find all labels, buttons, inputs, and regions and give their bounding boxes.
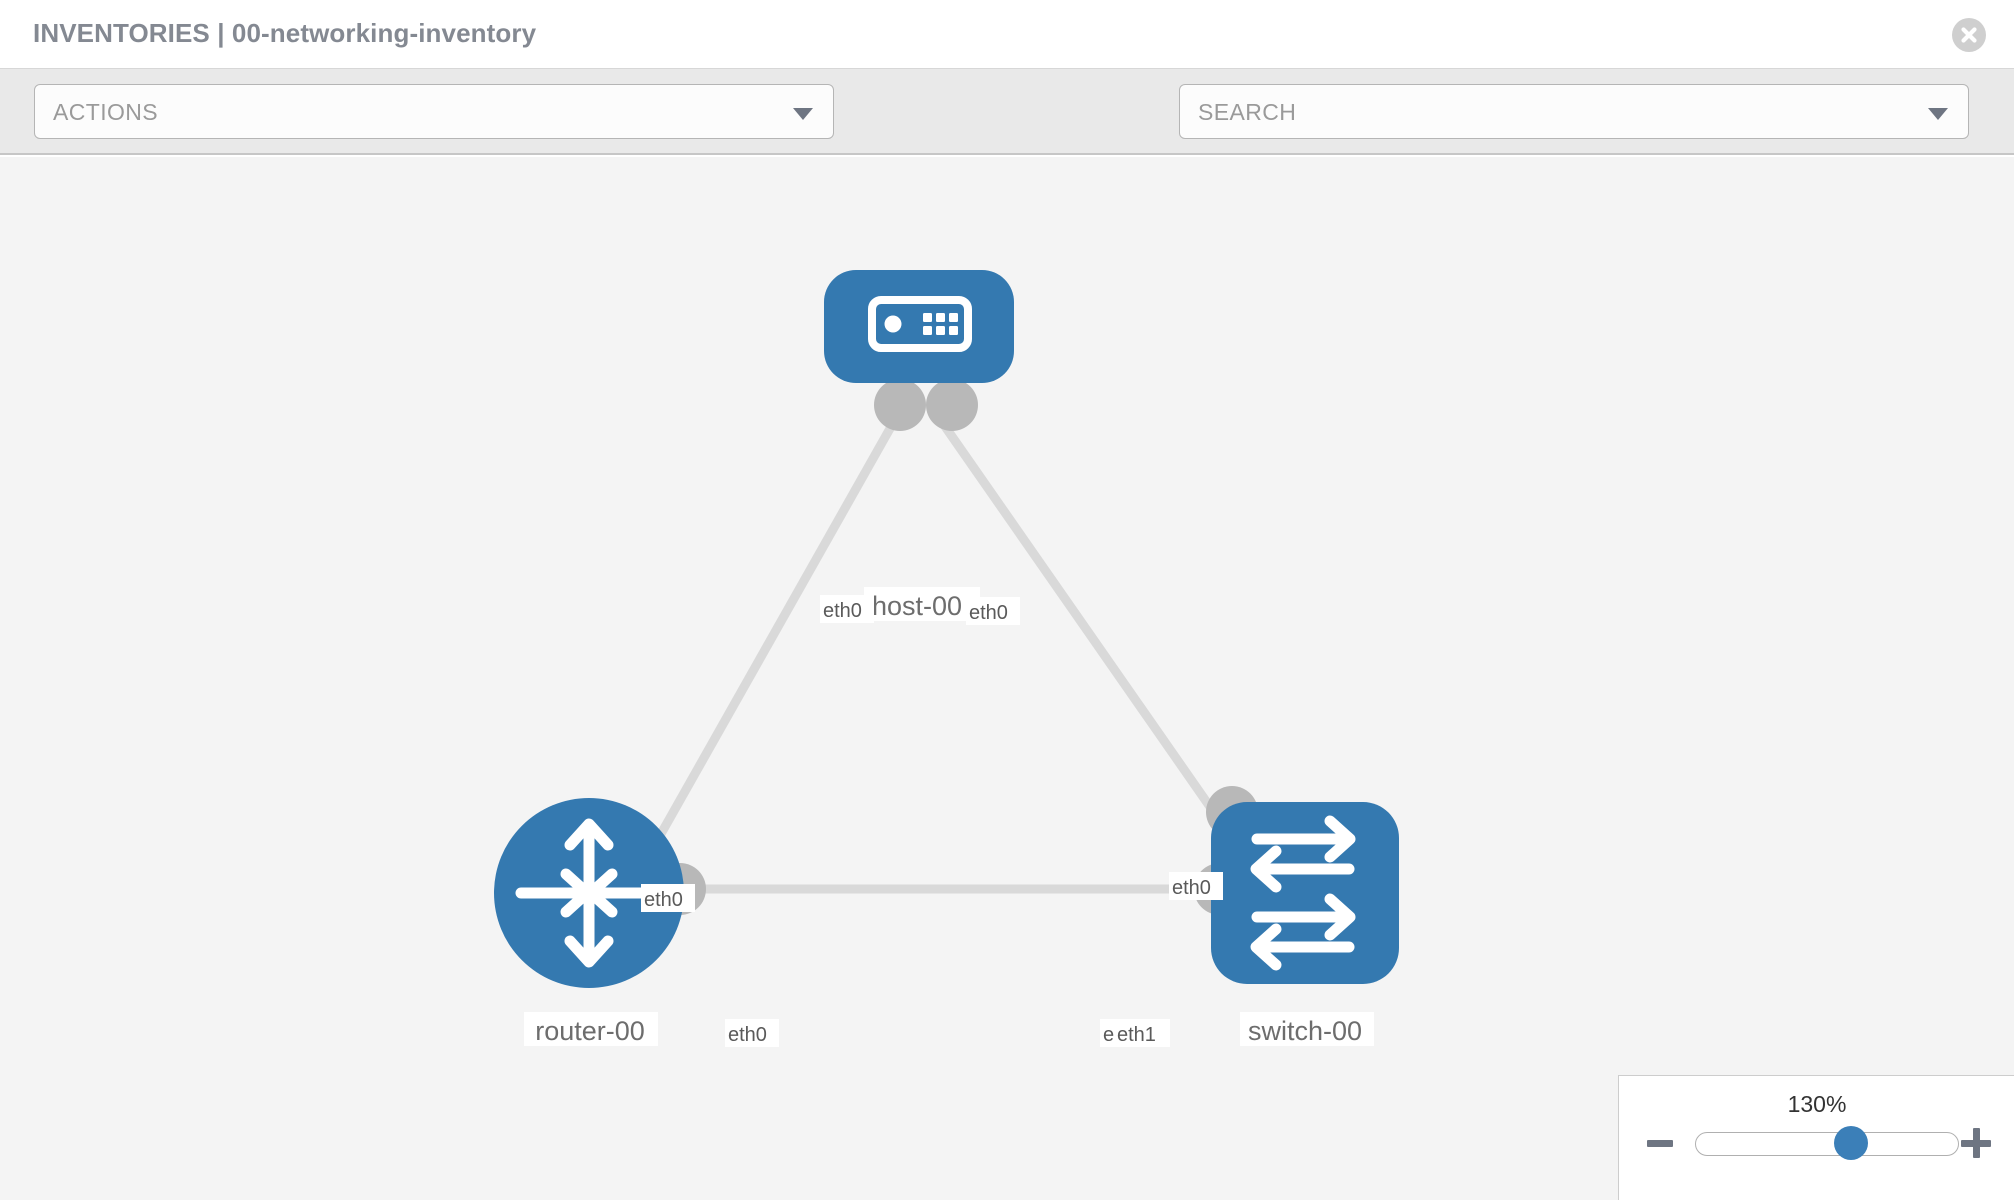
edge-host00-router00[interactable] — [636, 422, 896, 874]
topology-node-switch-00[interactable]: switch-00 — [1211, 802, 1399, 1046]
topology-node-host-00[interactable]: host-00 — [824, 270, 1014, 621]
minus-icon[interactable] — [1647, 1140, 1673, 1147]
search-dropdown[interactable]: SEARCH — [1179, 84, 1969, 139]
server-icon — [868, 296, 972, 352]
page-title: INVENTORIES | 00-networking-inventory — [33, 18, 537, 48]
topology-edge-labels: eth0 eth0 eth0 eth0 eth0 eth0 eth1 — [641, 595, 1223, 1047]
router-00-label: router-00 — [535, 1016, 645, 1046]
edge-label-host00-right: eth0 — [969, 602, 1008, 624]
search-input-placeholder: SEARCH — [1198, 99, 1297, 125]
edge-label-router00-to-switch00: eth0 — [728, 1024, 767, 1046]
topology-graph: host-00 — [494, 270, 1399, 1047]
actions-dropdown[interactable]: ACTIONS — [34, 84, 834, 139]
page-header: INVENTORIES | 00-networking-inventory — [0, 0, 2014, 69]
actions-dropdown-label: ACTIONS — [53, 99, 159, 125]
edge-label-switch00-to-host00: eth0 — [1172, 877, 1211, 899]
zoom-slider-thumb[interactable] — [1834, 1126, 1868, 1160]
edge-label-host00-left: eth0 — [823, 600, 862, 622]
chevron-down-icon — [793, 108, 813, 120]
zoom-slider-row — [1619, 1126, 2014, 1172]
edge-label-router00-to-host00: eth0 — [644, 889, 683, 911]
router-arrows-icon — [515, 818, 663, 968]
plus-icon[interactable] — [1961, 1128, 1991, 1158]
connector-host00-right — [926, 379, 978, 431]
topology-canvas[interactable]: host-00 — [0, 157, 2014, 1200]
edge-label-switch00-to-router00: eth1 — [1117, 1024, 1156, 1046]
toolbar: ACTIONS — [0, 69, 2014, 193]
edge-host00-switch00[interactable] — [940, 422, 1242, 850]
switch-00-label: switch-00 — [1248, 1016, 1362, 1046]
topology-node-router-00[interactable]: router-00 — [494, 798, 684, 1046]
switch-arrows-icon — [1250, 815, 1356, 971]
zoom-level-value: 130% — [1787, 1091, 1847, 1117]
zoom-control: 130% — [1618, 1075, 2014, 1200]
topology-edges — [636, 422, 1242, 894]
zoom-slider-track[interactable] — [1695, 1126, 1959, 1160]
switch-00-shape[interactable] — [1211, 802, 1399, 984]
host-00-shape[interactable] — [824, 270, 1014, 383]
topology-connectors — [654, 379, 1258, 915]
host-00-label: host-00 — [872, 591, 962, 621]
close-icon[interactable] — [1952, 18, 1986, 52]
chevron-down-icon — [1928, 108, 1948, 120]
connector-host00-left — [874, 379, 926, 431]
